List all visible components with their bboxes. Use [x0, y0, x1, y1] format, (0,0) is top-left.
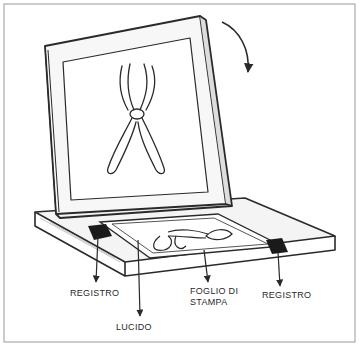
closing-arrow: [222, 22, 248, 72]
print-sheet: [100, 214, 282, 258]
pliers-print: [154, 230, 232, 251]
pliers-screen: [108, 64, 165, 174]
part-label: FOGLIO DI STAMPA: [190, 286, 240, 308]
part-label: REGISTRO: [262, 290, 322, 301]
register-mark: [88, 224, 288, 254]
screen-frame: [45, 16, 232, 218]
leader-line: [96, 236, 280, 316]
part-label: REGISTRO: [70, 288, 130, 299]
part-label: LUCIDO: [116, 322, 176, 333]
image-border: [4, 4, 355, 342]
